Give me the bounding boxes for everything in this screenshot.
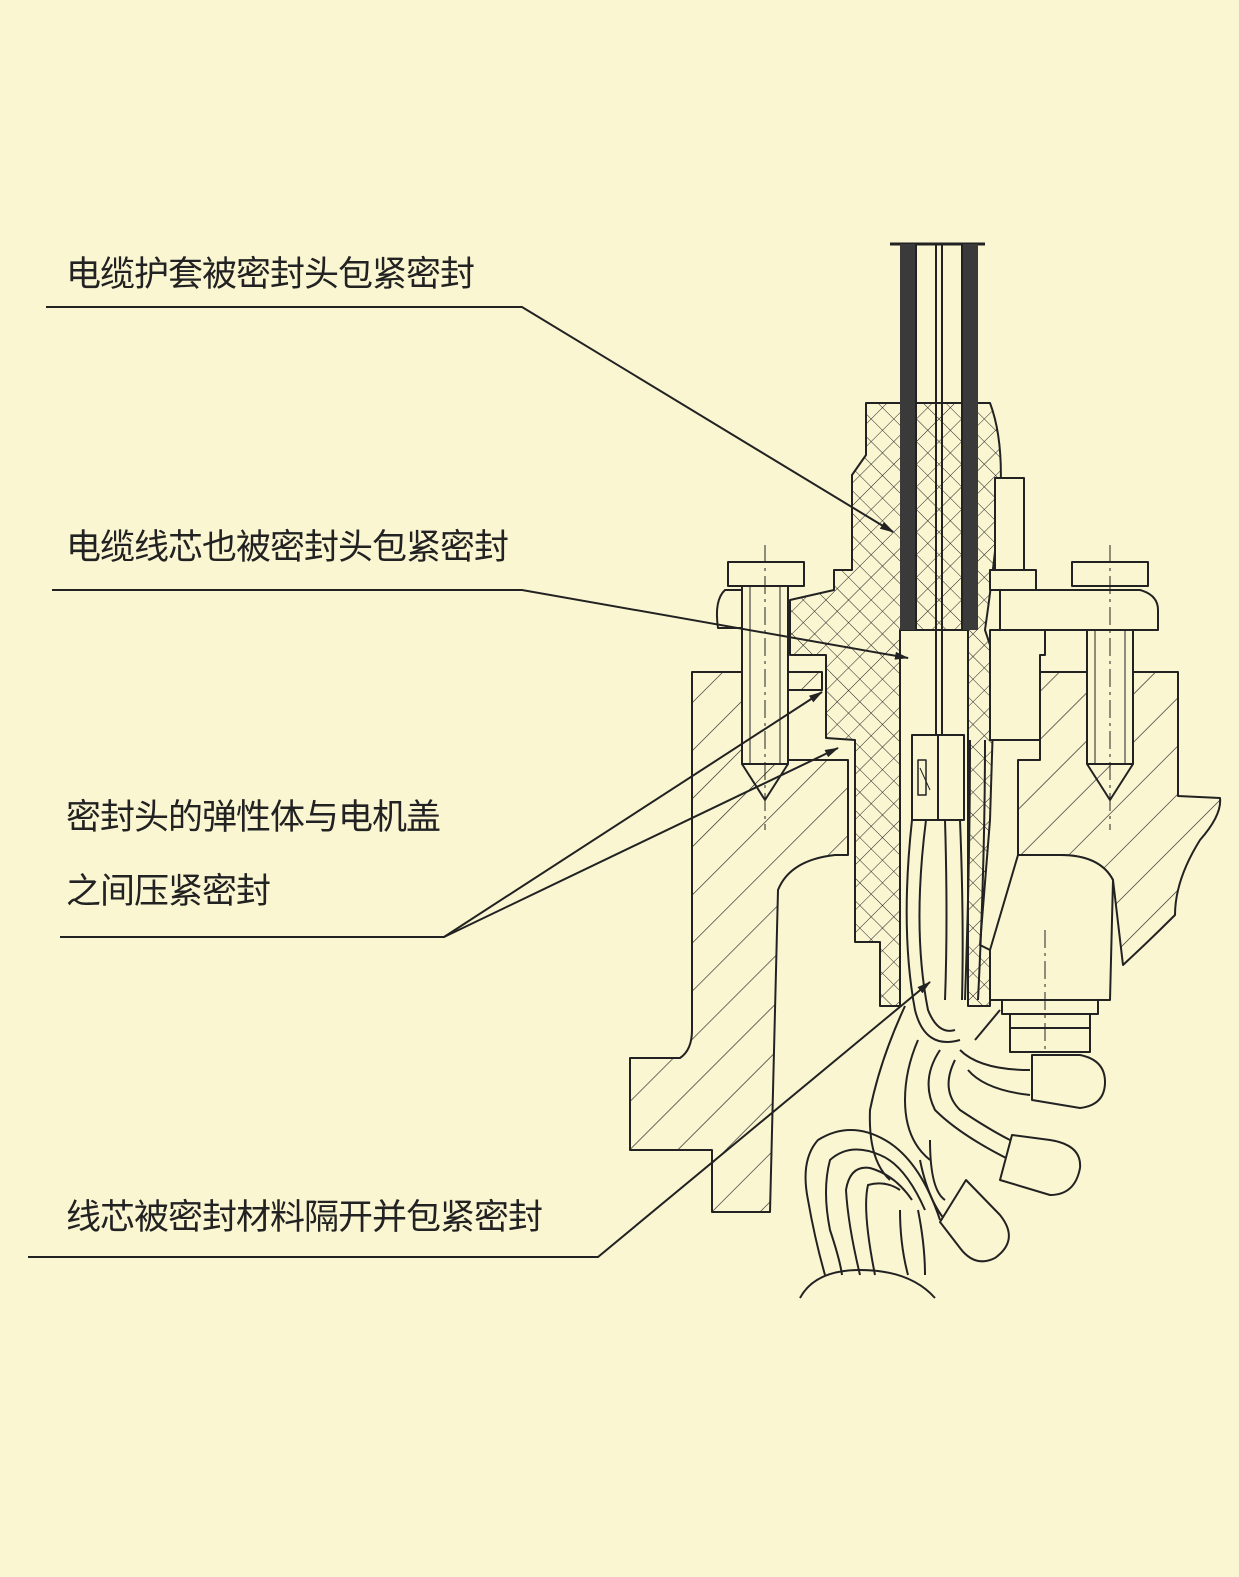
label-core-seal: 电缆线芯也被密封头包紧密封: [66, 528, 509, 568]
crimp-connector: [911, 734, 965, 821]
left-bolt: [727, 545, 805, 830]
wire-end-sleeves: [939, 1054, 1106, 1263]
label-elastomer-line2: 之间压紧密封: [66, 872, 271, 912]
label-elastomer-line1: 密封头的弹性体与电机盖: [66, 798, 441, 838]
label-core-separation: 线芯被密封材料隔开并包紧密封: [66, 1198, 543, 1238]
cable: [890, 242, 985, 740]
right-bolt: [1071, 545, 1149, 830]
motor-cover-housing: [629, 671, 1222, 1213]
label-jacket-seal: 电缆护套被密封头包紧密封: [66, 255, 475, 295]
sealing-head-elastomer: [789, 402, 1002, 1007]
bent-wire-bundle: [799, 1129, 941, 1299]
terminal-block: [974, 854, 1114, 1070]
leader-lines: [28, 306, 931, 1258]
